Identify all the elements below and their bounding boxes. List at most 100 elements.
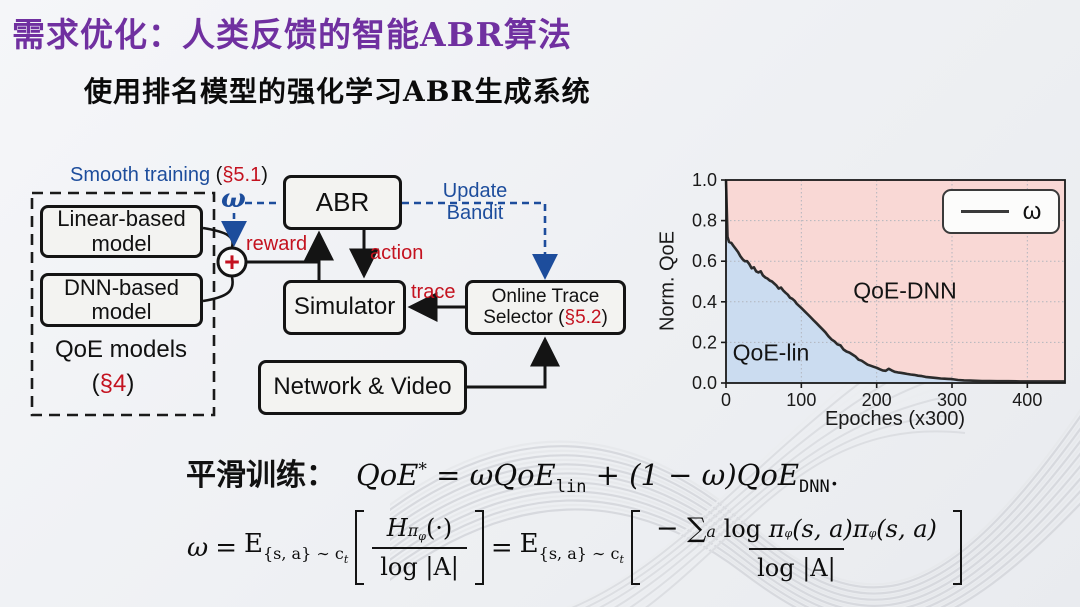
- action-edge-label: action: [370, 242, 424, 264]
- y-tick-label: 1.0: [692, 170, 717, 190]
- qoe-lin-area-label: QoE-lin: [732, 339, 810, 366]
- linear-model-box: Linear-based model: [40, 205, 203, 258]
- page-subtitle: 使用排名模型的强化学习ABR生成系统: [84, 75, 591, 108]
- one-minus-omega-term: + (1 − ω): [595, 458, 737, 492]
- expectation-subscript: {s, a} ∼ c: [262, 544, 344, 563]
- lin-subscript: lin: [555, 476, 587, 497]
- expectation-subscript-t: t: [619, 553, 624, 566]
- left-bracket: [355, 510, 365, 585]
- expectation-subscript: {s, a} ∼ c: [538, 544, 620, 563]
- qoe-term: QoE: [356, 458, 419, 492]
- network-video-box: Network & Video: [258, 360, 467, 415]
- legend-omega-label: ω: [1022, 197, 1042, 225]
- omega-term: ω: [469, 458, 494, 492]
- log-op: log: [723, 515, 762, 543]
- network-video-label: Network & Video: [273, 373, 452, 401]
- qoe-models-group-label: QoE models: [54, 336, 188, 363]
- abr-box: ABR: [283, 175, 402, 230]
- dnn-model-label: DNN-based model: [64, 274, 179, 324]
- phi-subsub: φ: [418, 530, 426, 543]
- equals: =: [436, 458, 461, 492]
- y-tick-label: 0.6: [692, 251, 717, 271]
- omega-lhs: ω: [187, 532, 209, 563]
- trace-edge-label: trace: [411, 281, 456, 303]
- phi-subscript: φ: [784, 527, 793, 540]
- expectation-term: E{s, a} ∼ ct: [520, 529, 624, 566]
- ots-label-line2: Selector (§5.2): [483, 306, 608, 329]
- state-action-arg: (s, a): [792, 515, 853, 543]
- phi-subscript: φ: [868, 527, 877, 540]
- state-action-arg: (s, a): [876, 515, 937, 543]
- paren: (: [215, 164, 223, 186]
- y-tick-label: 0.0: [692, 373, 717, 393]
- smooth-training-text: Smooth training: [70, 164, 216, 186]
- qoe-mix-equation: QoE* = ωQoElin + (1 − ω)QoEDNN.: [356, 458, 839, 497]
- omega-curve: [724, 179, 1065, 383]
- log-A-denominator: log |A|: [372, 547, 467, 582]
- smooth-training-formula-caption: 平滑训练：: [186, 458, 336, 493]
- architecture-diagram: Linear-based model DNN-based model QoE m…: [0, 140, 660, 440]
- x-tick-label: 0: [721, 390, 731, 410]
- pi-term: π: [852, 515, 869, 543]
- dnn-subscript: DNN: [799, 476, 830, 497]
- expectation-symbol: E: [244, 529, 263, 559]
- qoe-dnn-area-label: QoE-DNN: [853, 277, 957, 304]
- x-tick-label: 200: [862, 390, 892, 410]
- linear-to-plus-curve: [202, 226, 234, 248]
- network-to-selector-arrow: [467, 336, 560, 389]
- pi-sub: π: [407, 521, 419, 540]
- right-bracket: [474, 510, 484, 585]
- chart-legend: ω: [942, 189, 1060, 234]
- qoe-models-section-ref: (§4): [36, 370, 190, 398]
- y-tick-label: 0.8: [692, 211, 717, 231]
- expectation-subscript-t: t: [343, 553, 349, 566]
- dot-arg: (·): [425, 514, 453, 542]
- paren: (: [91, 370, 100, 397]
- qoe-models-group-border: [30, 191, 216, 417]
- update-label-line1: Update: [442, 180, 508, 202]
- x-tick-label: 400: [1012, 390, 1042, 410]
- plus-icon: +: [224, 247, 240, 277]
- y-tick-label: 0.4: [692, 292, 717, 312]
- ots-suffix: ): [601, 306, 608, 328]
- qoe-lin-area: [726, 180, 1065, 383]
- log-A-denominator: log |A|: [749, 548, 844, 583]
- online-trace-selector-box: Online Trace Selector (§5.2): [465, 280, 626, 335]
- paren: ): [126, 370, 135, 397]
- simulator-label: Simulator: [293, 293, 396, 321]
- expectation-term: E{s, a} ∼ ct: [244, 529, 348, 566]
- chart-frame: [725, 179, 1066, 384]
- section-5-2-ref: §5.2: [564, 306, 602, 328]
- simulator-box: Simulator: [283, 280, 406, 335]
- diagram-edges: [30, 191, 560, 417]
- x-tick-label: 100: [786, 390, 816, 410]
- ots-label-line1: Online Trace: [491, 285, 600, 307]
- section-5-1-ref: §5.1: [222, 164, 262, 186]
- expectation-symbol: E: [519, 529, 539, 559]
- minus-sum-symbol: − ∑: [655, 513, 707, 544]
- ots-prefix: Selector (: [483, 306, 565, 328]
- period: .: [829, 458, 839, 492]
- legend-line-sample: [960, 210, 1009, 213]
- sum-index: a: [706, 522, 716, 541]
- pi-term: π: [768, 515, 785, 543]
- dnn-model-box: DNN-based model: [40, 273, 203, 327]
- abr-label: ABR: [315, 187, 370, 218]
- smooth-training-label: Smooth training (§5.1): [70, 164, 268, 187]
- section-4-ref: §4: [99, 370, 127, 397]
- entropy-H: H: [386, 514, 408, 542]
- x-axis-label: Epoches (x300): [824, 408, 966, 430]
- qoe-term: QoE: [493, 458, 556, 492]
- star-sup: *: [418, 459, 427, 480]
- page-title: 需求优化：人类反馈的智能ABR算法: [12, 15, 572, 54]
- linear-model-label: Linear-based model: [57, 206, 186, 256]
- y-tick-label: 0.2: [692, 332, 717, 352]
- x-tick-label: 300: [937, 390, 967, 410]
